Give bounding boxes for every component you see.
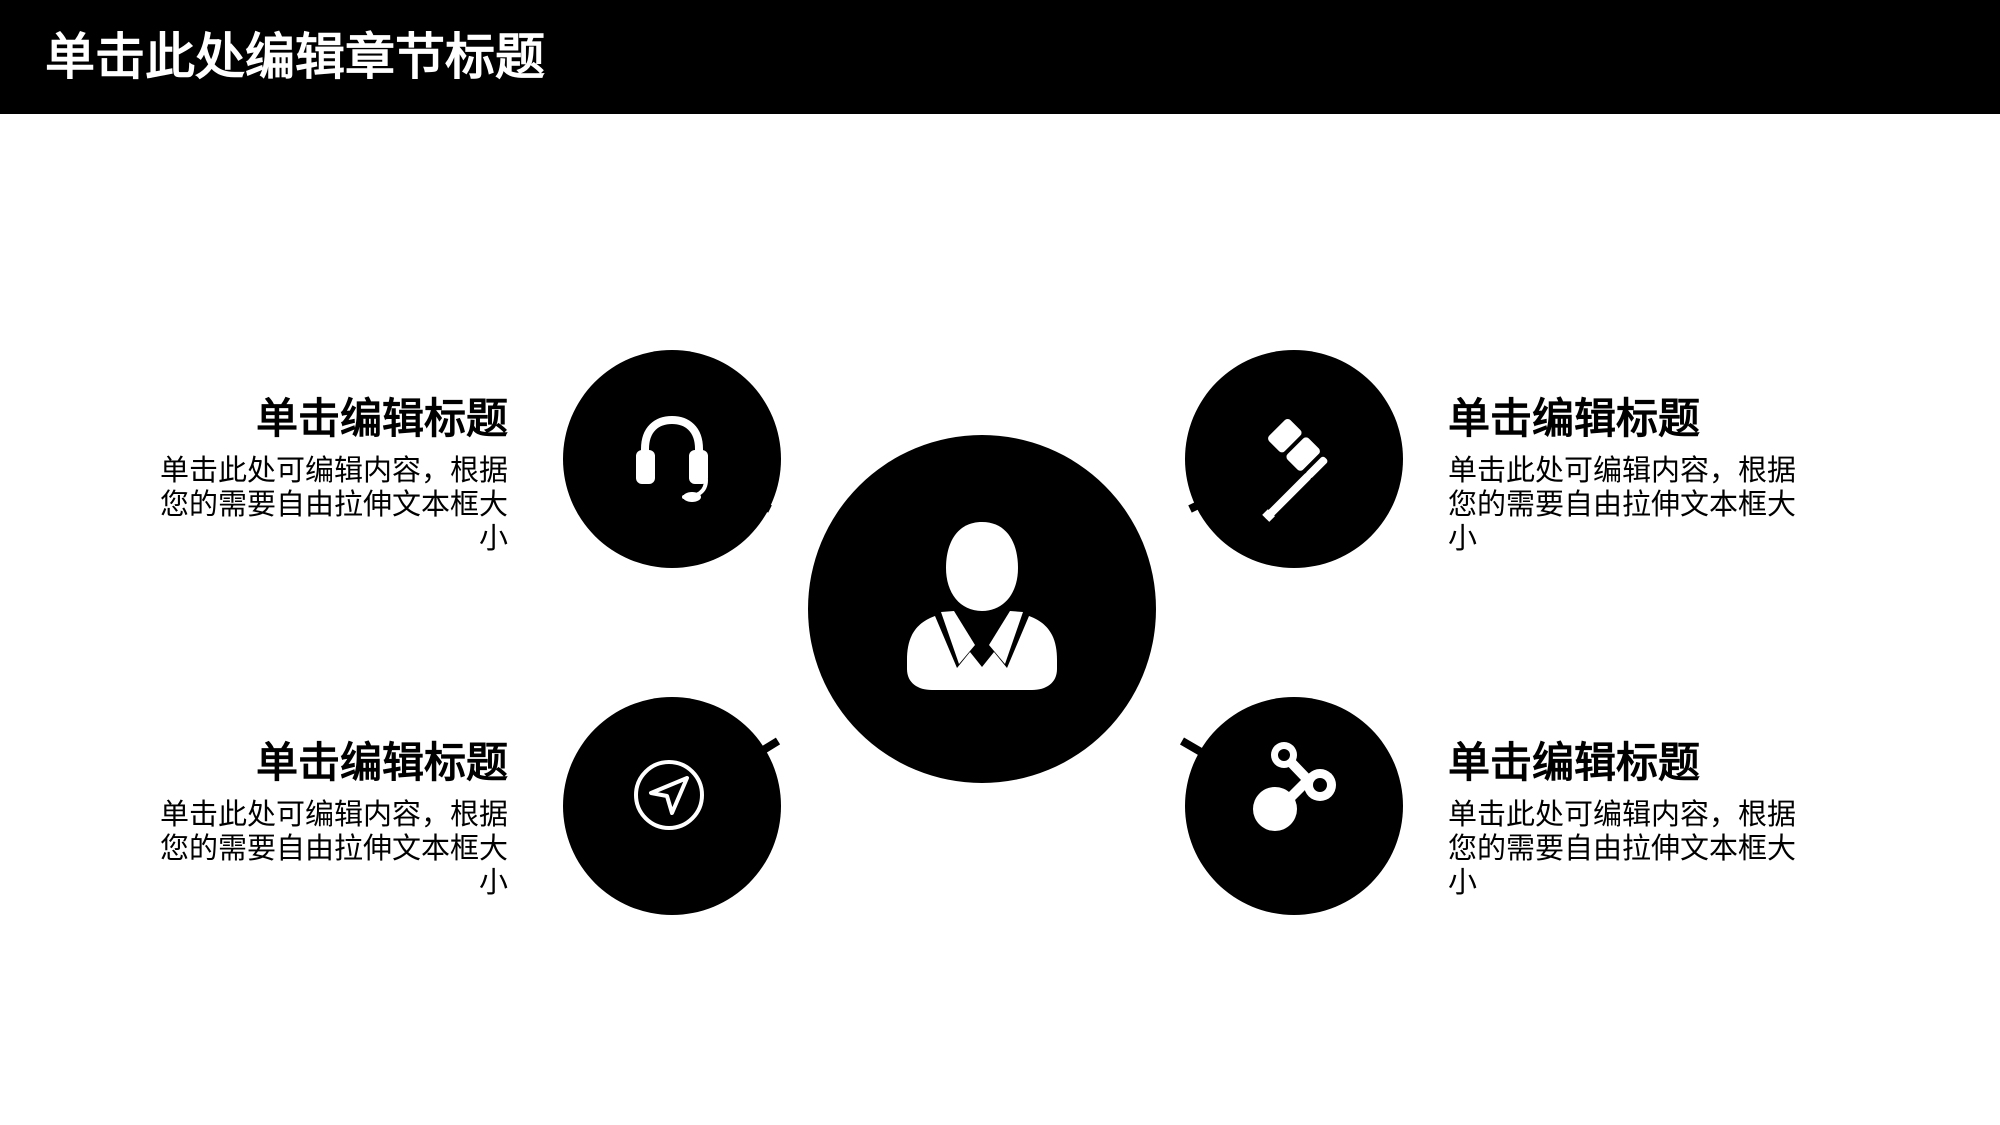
molecule-icon xyxy=(1253,742,1336,831)
center-hub[interactable] xyxy=(808,435,1156,783)
person-icon xyxy=(907,522,1057,690)
satellite-top-right[interactable] xyxy=(1185,350,1403,568)
block-title[interactable]: 单击编辑标题 xyxy=(1448,738,1701,787)
header-bar: 单击此处编辑章节标题 xyxy=(0,0,2000,114)
block-body[interactable]: 单击此处可编辑内容，根据您的需要自由拉伸文本框大小 xyxy=(159,797,508,899)
satellite-bottom-left[interactable] xyxy=(563,697,781,915)
screwdriver-icon xyxy=(1262,418,1328,522)
section-title[interactable]: 单击此处编辑章节标题 xyxy=(45,28,545,86)
block-title[interactable]: 单击编辑标题 xyxy=(255,738,508,787)
headset-icon xyxy=(636,415,708,502)
block-body[interactable]: 单击此处可编辑内容，根据您的需要自由拉伸文本框大小 xyxy=(159,453,508,555)
navigation-arrow-icon xyxy=(634,760,704,830)
satellite-bottom-right[interactable] xyxy=(1185,697,1403,915)
block-title[interactable]: 单击编辑标题 xyxy=(255,394,508,443)
block-body[interactable]: 单击此处可编辑内容，根据您的需要自由拉伸文本框大小 xyxy=(1448,797,1797,899)
satellite-top-left[interactable] xyxy=(563,350,781,568)
text-block-bottom-left: 单击编辑标题 单击此处可编辑内容，根据您的需要自由拉伸文本框大小 xyxy=(148,737,508,899)
text-block-top-left: 单击编辑标题 单击此处可编辑内容，根据您的需要自由拉伸文本框大小 xyxy=(148,393,508,555)
text-block-top-right: 单击编辑标题 单击此处可编辑内容，根据您的需要自由拉伸文本框大小 xyxy=(1448,393,1808,555)
text-block-bottom-right: 单击编辑标题 单击此处可编辑内容，根据您的需要自由拉伸文本框大小 xyxy=(1448,737,1808,899)
block-title[interactable]: 单击编辑标题 xyxy=(1448,394,1701,443)
block-body[interactable]: 单击此处可编辑内容，根据您的需要自由拉伸文本框大小 xyxy=(1448,453,1797,555)
